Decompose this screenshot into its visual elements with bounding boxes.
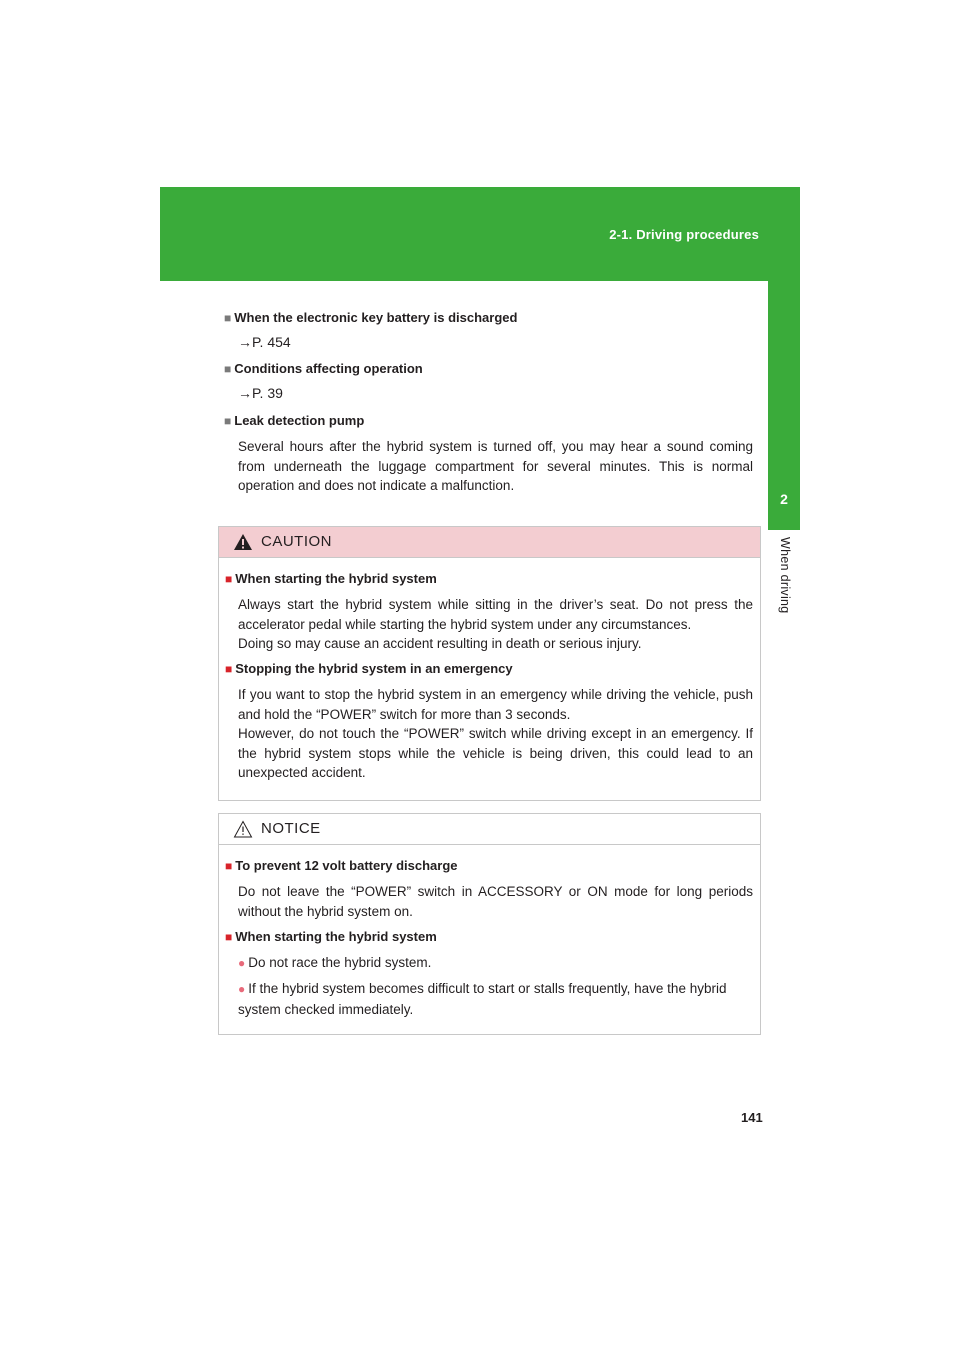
warning-triangle-icon	[234, 534, 252, 550]
caution-line: Always start the hybrid system while sit…	[238, 597, 753, 632]
chapter-tab: 2	[768, 281, 800, 530]
notice-bullet-item: ●If the hybrid system becomes difficult …	[238, 979, 753, 1019]
square-bullet-icon: ■	[225, 930, 233, 944]
caution-box: CAUTION ■When starting the hybrid system…	[218, 526, 761, 801]
caution-heading-text: When starting the hybrid system	[235, 571, 437, 586]
notice-heading-text: When starting the hybrid system	[235, 929, 437, 944]
caution-heading-emergency: ■Stopping the hybrid system in an emerge…	[225, 661, 513, 676]
page-number: 141	[741, 1110, 763, 1125]
section-heading-conditions: ■Conditions affecting operation	[224, 361, 423, 376]
square-bullet-icon: ■	[225, 572, 233, 586]
caution-line: If you want to stop the hybrid system in…	[238, 687, 753, 722]
square-bullet-icon: ■	[225, 662, 233, 676]
notice-title: NOTICE	[261, 820, 321, 837]
warning-triangle-outline-icon	[233, 820, 253, 838]
notice-heading-starting: ■When starting the hybrid system	[225, 929, 437, 944]
notice-bullet-item: ●Do not race the hybrid system.	[238, 953, 753, 974]
notice-text-battery: Do not leave the “POWER” switch in ACCES…	[238, 884, 753, 919]
notice-heading-battery: ■To prevent 12 volt battery discharge	[225, 858, 458, 873]
square-bullet-icon: ■	[224, 362, 232, 376]
section-heading-text: Conditions affecting operation	[234, 361, 423, 376]
section-heading-key-battery: ■When the electronic key battery is disc…	[224, 310, 517, 325]
section-header-band: 2-1. Driving procedures	[160, 187, 800, 281]
notice-heading-text: To prevent 12 volt battery discharge	[235, 858, 458, 873]
caution-text-emergency: If you want to stop the hybrid system in…	[238, 685, 753, 783]
caution-text-starting: Always start the hybrid system while sit…	[238, 595, 753, 654]
caution-heading-starting: ■When starting the hybrid system	[225, 571, 437, 586]
notice-box: NOTICE ■To prevent 12 volt battery disch…	[218, 813, 761, 1035]
caution-line: Doing so may cause an accident resulting…	[238, 636, 642, 651]
notice-bullet-text: Do not race the hybrid system.	[248, 955, 432, 970]
square-bullet-icon: ■	[224, 414, 232, 428]
page-reference-link[interactable]: →P. 454	[238, 334, 291, 350]
notice-bullet-text: If the hybrid system becomes difficult t…	[238, 981, 727, 1017]
section-heading-text: Leak detection pump	[234, 413, 365, 428]
round-bullet-icon: ●	[238, 956, 246, 970]
caution-line: However, do not touch the “POWER” switch…	[238, 726, 753, 780]
leak-pump-paragraph: Several hours after the hybrid system is…	[238, 439, 753, 493]
section-heading-leak-pump: ■Leak detection pump	[224, 413, 364, 428]
notice-header: NOTICE	[219, 814, 760, 845]
caution-heading-text: Stopping the hybrid system in an emergen…	[235, 661, 513, 676]
page-reference-link[interactable]: →P. 39	[238, 385, 283, 401]
chapter-number: 2	[780, 491, 788, 507]
square-bullet-icon: ■	[224, 311, 232, 325]
caution-title: CAUTION	[261, 533, 332, 550]
round-bullet-icon: ●	[238, 982, 246, 996]
section-heading-text: When the electronic key battery is disch…	[234, 310, 518, 325]
caution-header: CAUTION	[219, 527, 760, 558]
section-title: 2-1. Driving procedures	[609, 227, 759, 242]
square-bullet-icon: ■	[225, 859, 233, 873]
chapter-label: When driving	[778, 537, 792, 614]
